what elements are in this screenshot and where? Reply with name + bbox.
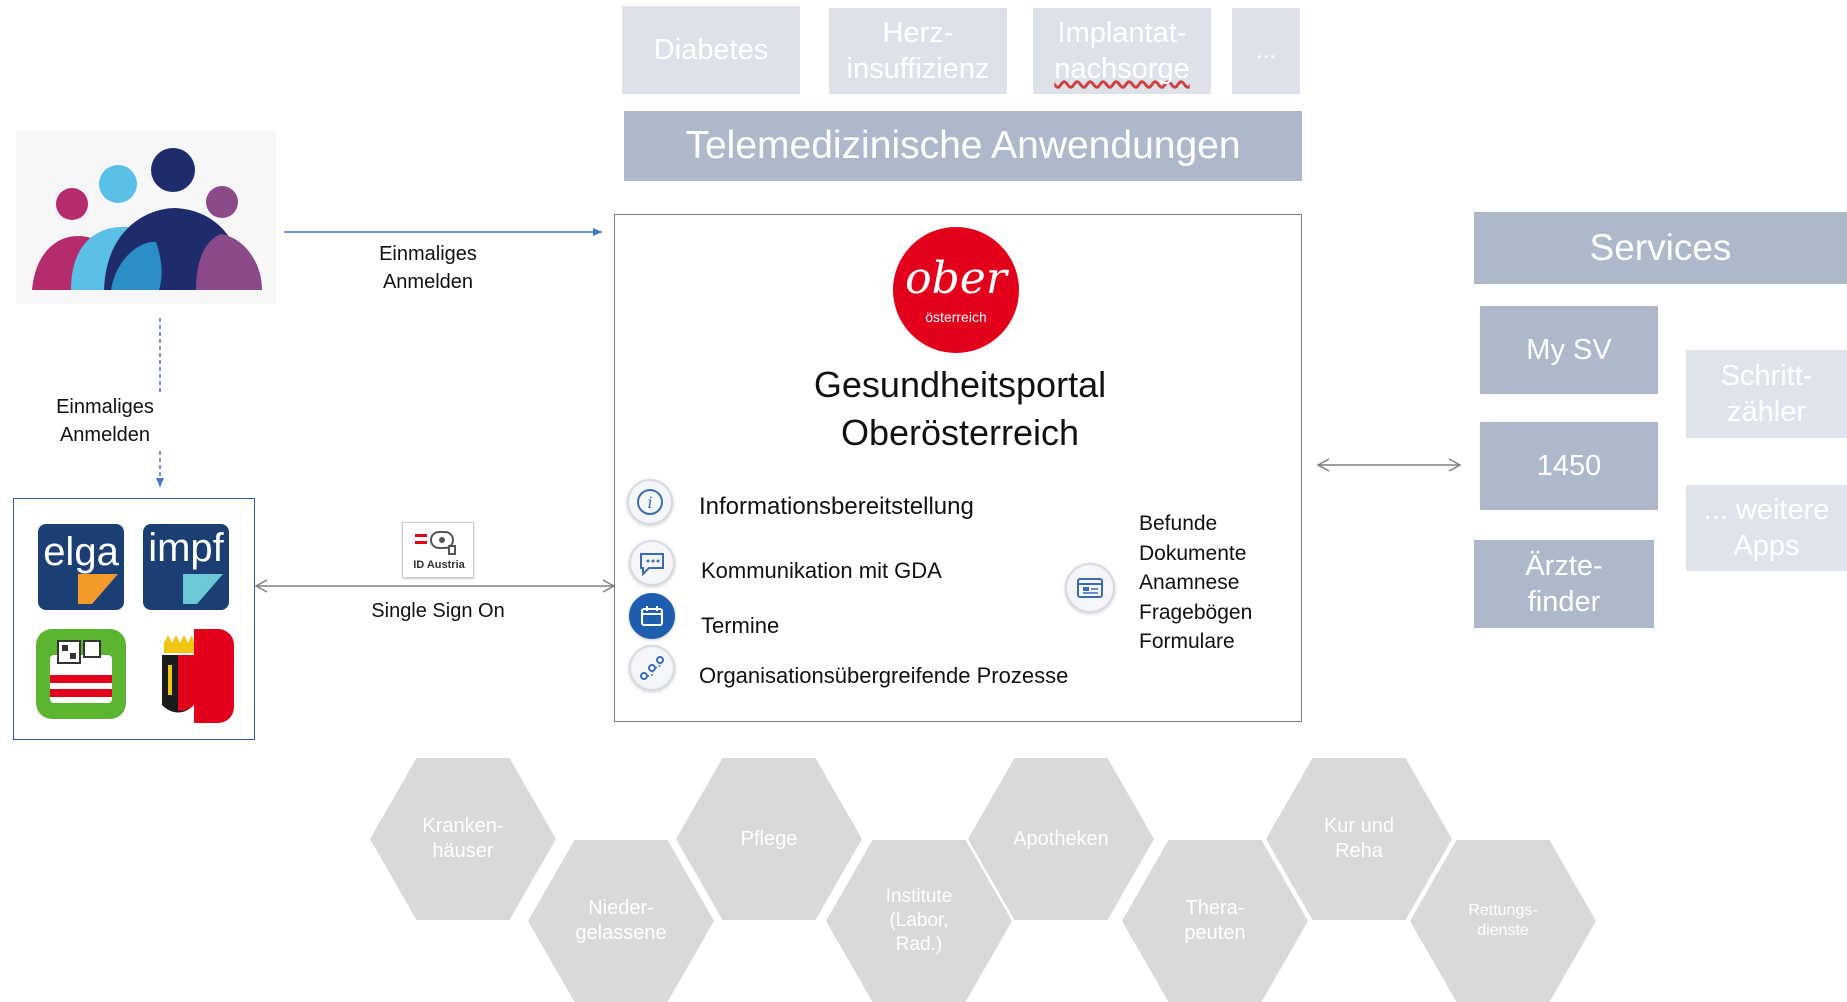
services-title-bar: Services xyxy=(1474,212,1847,284)
telemed-tile-herzinsuffizienz: Herz- insuffizienz xyxy=(829,8,1007,94)
service-tile-1450: 1450 xyxy=(1480,422,1658,510)
provider-label: Reha xyxy=(1335,840,1383,862)
provider-label: Rad.) xyxy=(895,933,943,955)
telemed-tile-label: ... xyxy=(1255,37,1276,64)
telemed-tile-label: Herz- xyxy=(882,16,954,49)
coat-of-arms-icon xyxy=(162,629,234,723)
telemed-title: Telemedizinische Anwendungen xyxy=(685,123,1241,167)
provider-hexagon: Thera-peuten xyxy=(1122,840,1308,1002)
provider-hexagon: Pflege xyxy=(676,758,862,920)
id-austria-key-icon xyxy=(415,531,456,555)
provider-label: Kur und xyxy=(1323,815,1395,837)
community-logo xyxy=(16,130,276,304)
provider-hexagon: Institute(Labor,Rad.) xyxy=(826,840,1012,1002)
sso-text: Single Sign On xyxy=(371,600,505,622)
documents-item: Befunde xyxy=(1139,512,1218,535)
service-tile-mysv: My SV xyxy=(1480,306,1658,394)
documents-item: Fragebögen xyxy=(1139,600,1253,624)
apps-box: elga impf xyxy=(13,498,255,740)
service-tile-label: Apps xyxy=(1733,530,1800,562)
provider-label: Kranken- xyxy=(422,815,504,837)
provider-label: dienste xyxy=(1477,922,1529,939)
portal-logo: ober österreich xyxy=(893,227,1019,353)
feature-calendar-label: Termine xyxy=(701,613,780,638)
telemed-tile-label: insuffizienz xyxy=(846,53,990,85)
services-title: Services xyxy=(1589,226,1732,268)
upper-austria-coat-of-arms-icon[interactable] xyxy=(138,629,234,723)
telemed-title-bar: Telemedizinische Anwendungen xyxy=(624,111,1302,181)
telemed-tile-label: nachsorge xyxy=(1054,53,1190,85)
telemed-tile-label: Diabetes xyxy=(653,33,769,66)
portal-box: ober österreich Gesundheitsportal Oberös… xyxy=(614,214,1302,722)
impf-logo-text: impf xyxy=(148,526,224,570)
impf-logo[interactable]: impf xyxy=(143,524,229,610)
calendar-icon xyxy=(629,593,675,639)
elga-logo-text: elga xyxy=(43,530,119,574)
provider-label: Apotheken xyxy=(1013,827,1109,850)
feature-process-label: Organisationsübergreifende Prozesse xyxy=(699,663,1069,688)
portal-title-line2: Oberösterreich xyxy=(840,412,1080,453)
telemed-tile-label: Implantat- xyxy=(1057,16,1187,49)
provider-label: Thera- xyxy=(1185,897,1245,919)
provider-label: Institute xyxy=(885,886,953,908)
telemed-tile-more: ... xyxy=(1232,8,1300,94)
provider-label: häuser xyxy=(432,840,494,862)
provider-label: Nieder- xyxy=(588,897,654,919)
document-window-icon xyxy=(1065,563,1115,613)
feature-chat-label: Kommunikation mit GDA xyxy=(701,558,942,583)
feature-info-label: Informationsbereitstellung xyxy=(699,493,974,520)
login-right-line1: Einmaliges xyxy=(379,243,477,265)
service-tile-label: ... weitere xyxy=(1703,493,1830,526)
provider-label: Rettungs- xyxy=(1468,902,1538,919)
provider-label: Pflege xyxy=(740,827,798,850)
login-down-line2: Anmelden xyxy=(59,424,151,446)
provider-hexagon: Apotheken xyxy=(968,758,1154,920)
login-down-label: Einmaliges Anmelden xyxy=(20,393,190,449)
portal-logo-sub: österreich xyxy=(925,309,987,325)
info-icon: i xyxy=(627,479,673,525)
provider-label: (Labor, xyxy=(889,910,949,932)
documents-item: Anamnese xyxy=(1139,571,1240,594)
service-tile-label: Schritt- xyxy=(1720,359,1813,392)
telemed-tile-implantatnachsorge: Implantat- nachsorge xyxy=(1033,8,1211,94)
impf-teal-shape-icon xyxy=(183,574,223,604)
service-tile-label: My SV xyxy=(1526,333,1612,366)
telemed-tile-diabetes: Diabetes xyxy=(622,6,800,94)
portal-title-line1: Gesundheitsportal xyxy=(813,364,1107,405)
provider-hexagon: Nieder-gelassene xyxy=(528,840,714,1002)
portal-logo-word: ober xyxy=(905,253,1007,304)
process-icon xyxy=(629,645,675,691)
provider-label: peuten xyxy=(1184,922,1246,944)
id-austria-text: ID Austria xyxy=(413,559,465,571)
portal-title: Gesundheitsportal Oberösterreich xyxy=(695,361,1225,457)
people-group-icon xyxy=(32,148,262,290)
service-tile-label: zähler xyxy=(1727,396,1806,428)
login-down-line1: Einmaliges xyxy=(56,396,154,418)
service-tile-schrittzaehler: Schritt- zähler xyxy=(1686,350,1847,438)
elga-logo[interactable]: elga xyxy=(38,524,124,610)
id-austria-badge: ID Austria xyxy=(402,522,474,578)
elga-orange-shape-icon xyxy=(78,574,118,604)
svg-text:i: i xyxy=(647,493,652,512)
provider-hexagon: Rettungs-dienste xyxy=(1410,840,1596,1002)
documents-item: Dokumente xyxy=(1139,541,1247,565)
service-tile-label: Ärzte- xyxy=(1525,549,1603,582)
service-tile-label: 1450 xyxy=(1536,449,1602,482)
green-pass-app-icon[interactable] xyxy=(36,629,126,719)
service-tile-label: finder xyxy=(1527,586,1601,618)
chat-icon xyxy=(629,540,675,586)
qr-folder-icon xyxy=(50,640,112,703)
login-right-line2: Anmelden xyxy=(382,271,474,293)
service-tile-aerztefinder: Ärzte- finder xyxy=(1474,540,1654,628)
service-tile-weitere-apps: ... weitere Apps xyxy=(1686,485,1847,571)
documents-list: Befunde Dokumente Anamnese Fragebögen Fo… xyxy=(1139,509,1252,657)
sso-label: Single Sign On xyxy=(350,597,526,625)
provider-label: gelassene xyxy=(575,922,667,944)
login-right-label: Einmaliges Anmelden xyxy=(343,240,513,296)
provider-hexagon: Kranken-häuser xyxy=(370,758,556,920)
documents-item: Formulare xyxy=(1139,630,1235,653)
